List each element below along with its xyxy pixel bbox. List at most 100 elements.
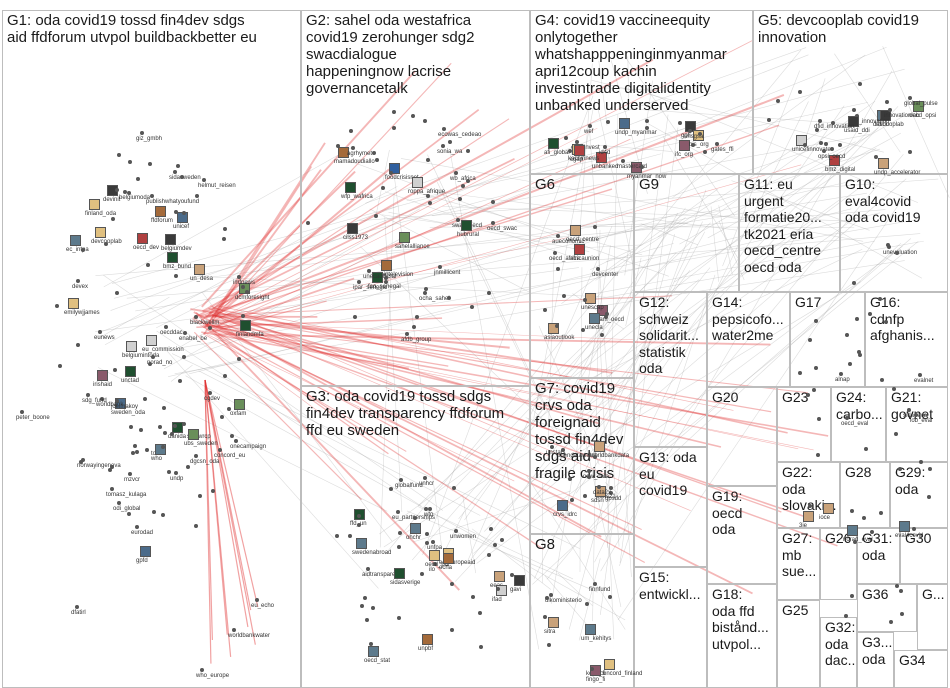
edge — [805, 78, 826, 138]
group-label-g36: G36 — [862, 586, 888, 603]
node-dot — [441, 144, 445, 148]
node-dot — [918, 373, 922, 377]
edge — [208, 170, 356, 315]
group-label-line: G18: — [712, 586, 743, 602]
node-dot — [135, 525, 139, 529]
node-dot — [180, 175, 184, 179]
edge — [204, 379, 232, 658]
node-label: peter_boone — [16, 415, 50, 421]
avatar-node — [381, 260, 392, 271]
avatar-node — [514, 575, 525, 586]
node-label: unpbf — [418, 646, 434, 652]
node-dot — [466, 149, 470, 153]
node-dot — [135, 450, 139, 454]
avatar-node — [461, 220, 472, 231]
node-label: eval4covid — [895, 533, 924, 539]
edge — [622, 448, 632, 577]
group-label-line: utvpol... — [712, 635, 762, 652]
edge — [609, 241, 919, 492]
edge — [598, 306, 615, 640]
avatar-node — [172, 422, 183, 433]
node-dot — [470, 305, 474, 309]
node-dot — [489, 527, 493, 531]
node-dot — [908, 96, 912, 100]
node-dot — [151, 355, 155, 359]
edge — [462, 496, 477, 574]
edge — [171, 353, 580, 549]
node-dot — [81, 458, 85, 462]
node-label: eunews — [94, 335, 115, 341]
group-label-line: oecd — [712, 504, 743, 521]
edge — [190, 209, 720, 281]
group-label-line: G15: — [639, 569, 670, 585]
node-dot — [194, 315, 198, 319]
node-label: latam_oecd — [593, 317, 625, 323]
group-label-line: pepsicofo... — [712, 310, 784, 327]
avatar-node — [356, 538, 367, 549]
node-dot — [426, 194, 430, 198]
node-dot — [423, 476, 427, 480]
node-dot — [405, 332, 409, 336]
node-label: undp — [170, 476, 184, 482]
group-label-line: G24: — [836, 389, 867, 405]
node-dot — [562, 294, 566, 298]
edge — [212, 164, 802, 330]
node-dot — [914, 413, 918, 417]
edge — [216, 138, 631, 328]
avatar-node — [89, 199, 100, 210]
node-dot — [81, 248, 85, 252]
node-dot — [369, 642, 373, 646]
node-dot — [140, 131, 144, 135]
avatar-node — [68, 298, 79, 309]
node-label: ulkoministerio — [545, 598, 582, 604]
node-dot — [831, 121, 835, 125]
group-label-line: fragile crisis — [535, 465, 615, 482]
edge — [218, 305, 734, 411]
node-dot — [575, 140, 579, 144]
group-label-g28: G28 — [845, 464, 871, 481]
node-dot — [895, 584, 899, 588]
avatar-node — [848, 116, 859, 127]
edge — [557, 572, 593, 606]
edge — [379, 198, 842, 535]
node-dot — [86, 393, 90, 397]
node-dot — [715, 142, 719, 146]
avatar-node — [140, 546, 151, 557]
edge — [98, 296, 170, 339]
node-label: oecd_africa — [549, 256, 581, 262]
node-label: oecd_pol — [425, 562, 450, 568]
node-label: tomasz_kulaga — [106, 492, 147, 498]
node-dot — [605, 312, 609, 316]
edge — [591, 80, 884, 153]
node-dot — [367, 269, 371, 273]
node-dot — [194, 524, 198, 528]
edge — [375, 149, 390, 219]
node-label: dcmforesight — [235, 295, 270, 301]
edge — [345, 159, 669, 277]
group-box-g29: G29:oda — [890, 462, 948, 528]
edge — [449, 151, 540, 650]
group-label-line: G12: — [639, 294, 670, 310]
avatar-node — [167, 252, 178, 263]
group-box-g26: G26 — [820, 528, 857, 600]
node-dot — [133, 444, 137, 448]
node-dot — [115, 399, 119, 403]
edge — [204, 379, 252, 611]
node-dot — [237, 275, 241, 279]
node-dot — [148, 162, 152, 166]
avatar-node — [115, 398, 126, 409]
node-dot — [174, 471, 178, 475]
node-dot — [423, 291, 427, 295]
edge — [418, 222, 711, 506]
node-label: ohchr — [406, 535, 422, 541]
node-dot — [928, 467, 932, 471]
edge — [527, 281, 861, 485]
node-dot — [223, 374, 227, 378]
node-label: irishaid — [93, 382, 113, 388]
node-dot — [129, 425, 133, 429]
group-label-line: fin4dev transparency ffdforum — [306, 405, 505, 422]
edge — [594, 494, 628, 563]
